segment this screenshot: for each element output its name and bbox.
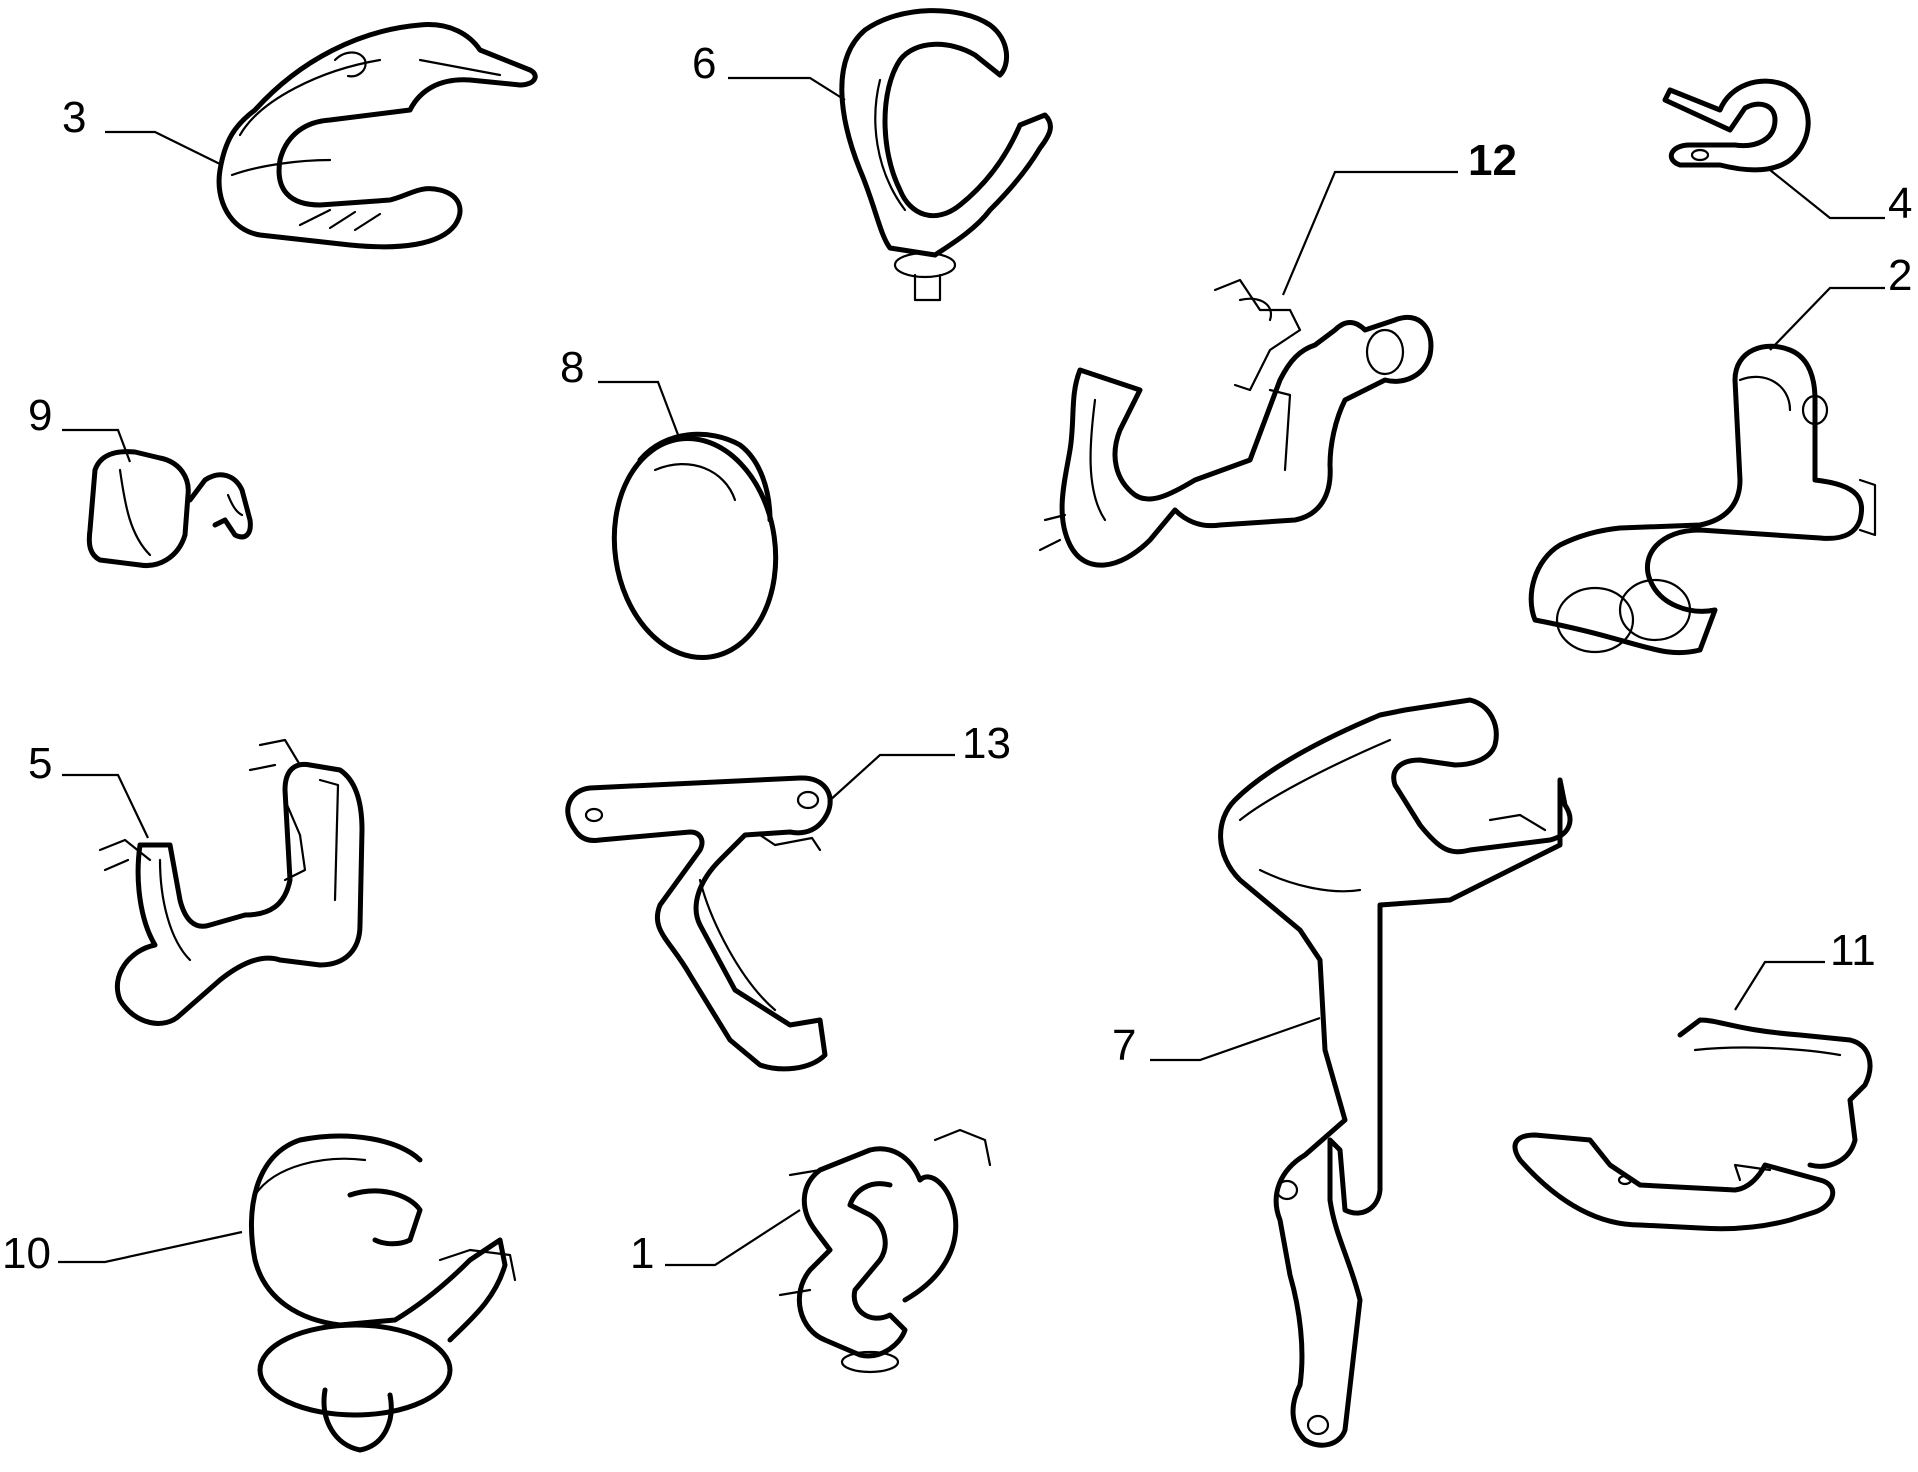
callout-3-leader — [105, 130, 223, 166]
part-2-clip — [1528, 343, 1877, 656]
callout-4-leader — [1769, 169, 1885, 220]
part-13-bracket — [565, 775, 833, 1072]
callout-8-leader — [598, 380, 682, 441]
callout-12-leader — [1281, 170, 1458, 296]
part-5-bracket — [98, 738, 365, 1026]
callout-3: 3 — [62, 93, 223, 166]
part-4-clip — [1662, 78, 1811, 173]
part-6-clip — [839, 8, 1053, 302]
callout-6-leader — [728, 76, 846, 101]
callout-12: 12 — [1281, 136, 1517, 296]
callout-1-leader — [665, 1209, 801, 1267]
callout-5-number: 5 — [28, 739, 52, 788]
part-9-clip — [86, 449, 253, 569]
callout-8-number: 8 — [560, 343, 584, 392]
part-10-clip — [248, 1133, 517, 1453]
callout-7: 7 — [1112, 1016, 1321, 1070]
callout-5: 5 — [28, 739, 149, 839]
callout-5-leader — [62, 773, 149, 839]
callout-2-number: 2 — [1888, 251, 1912, 300]
callout-11-number: 11 — [1830, 926, 1876, 975]
part-3-clip — [216, 22, 538, 250]
callout-12-number: 12 — [1468, 136, 1517, 185]
callout-9: 9 — [28, 391, 132, 463]
callout-13-leader — [827, 753, 955, 803]
callout-3-number: 3 — [62, 93, 86, 142]
callout-8: 8 — [560, 343, 682, 441]
callout-6: 6 — [692, 39, 846, 101]
part-1-clip — [778, 1128, 992, 1374]
callout-9-leader — [62, 428, 132, 463]
callout-6-number: 6 — [692, 39, 716, 88]
part-8-grommet — [611, 431, 779, 660]
callout-9-number: 9 — [28, 391, 52, 440]
callout-10-number: 10 — [2, 1229, 51, 1278]
callout-10-leader — [58, 1230, 243, 1264]
callout-4-number: 4 — [1888, 179, 1912, 228]
callout-11-leader — [1734, 960, 1825, 1011]
callout-2: 2 — [1769, 251, 1912, 351]
part-7-bracket — [1218, 697, 1573, 1448]
callout-13-number: 13 — [962, 719, 1011, 768]
callout-4: 4 — [1769, 169, 1912, 228]
callout-10: 10 — [2, 1229, 243, 1278]
callout-11: 11 — [1734, 926, 1876, 1011]
callout-2-leader — [1769, 286, 1885, 351]
callout-1-number: 1 — [630, 1229, 654, 1278]
callout-7-number: 7 — [1112, 1021, 1136, 1070]
part-11-bracket — [1512, 1017, 1873, 1232]
callout-1: 1 — [630, 1209, 801, 1278]
callout-7-leader — [1150, 1016, 1321, 1062]
part-12-bracket — [1038, 278, 1434, 568]
callout-13: 13 — [827, 719, 1011, 803]
